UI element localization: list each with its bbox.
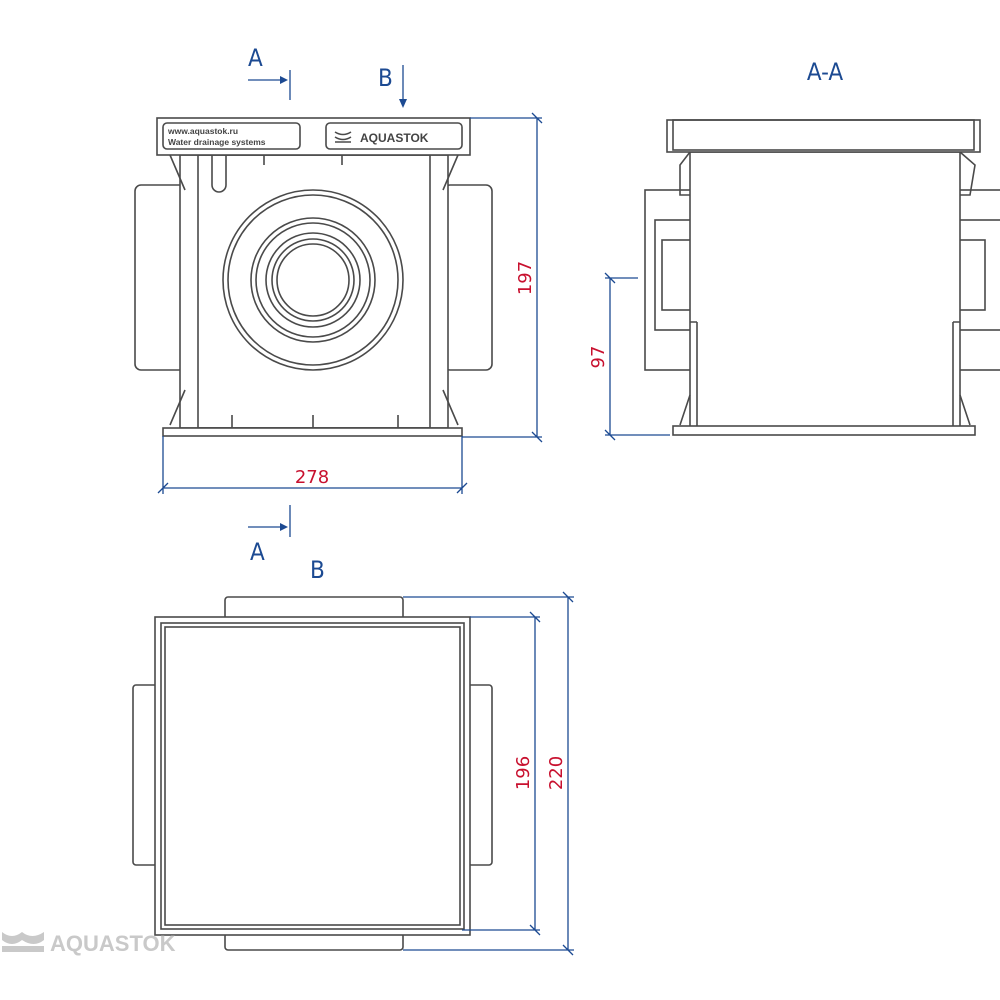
watermark-text: AQUASTOK xyxy=(50,931,176,956)
right-pipe xyxy=(443,184,493,371)
plan-top-pipe xyxy=(224,596,404,620)
plan-right-pipe xyxy=(467,684,493,866)
front-flange xyxy=(162,427,463,437)
section-a-top-label: A xyxy=(248,44,263,72)
section-left-pipe xyxy=(644,189,694,371)
brand-logo-icon xyxy=(334,131,352,143)
dim-height-197: 197 xyxy=(515,261,536,295)
section-view: 97 xyxy=(588,119,1000,441)
watermark-logo-icon xyxy=(2,932,44,952)
section-flange xyxy=(672,425,976,436)
section-b-top-label: B xyxy=(378,64,393,92)
section-aa-title: A-A xyxy=(807,58,844,86)
section-right-pipe xyxy=(954,189,1000,371)
front-body xyxy=(179,154,449,429)
left-pipe xyxy=(134,184,186,371)
outlet-rings xyxy=(222,189,404,371)
watermark: AQUASTOK xyxy=(2,931,176,956)
dim-outlet-97: 97 xyxy=(588,346,609,369)
section-markers: A A B B A-A xyxy=(248,44,843,584)
dim-inner-196: 196 xyxy=(513,756,534,790)
plate-brand: AQUASTOK xyxy=(360,131,429,145)
section-a-bottom-label: A xyxy=(250,538,265,566)
front-dimensions: 197 278 xyxy=(157,112,543,494)
section-b-plan-label: B xyxy=(310,556,325,584)
plate-tagline: Water drainage systems xyxy=(168,137,266,147)
section-body xyxy=(689,151,961,431)
plan-view: 196 220 xyxy=(132,591,574,956)
dim-width-278: 278 xyxy=(295,467,329,488)
plan-outer-frame xyxy=(154,616,471,936)
plan-left-pipe xyxy=(132,684,158,866)
dim-outer-220: 220 xyxy=(546,756,567,790)
section-top-plate xyxy=(666,119,981,153)
plate-url: www.aquastok.ru xyxy=(167,126,238,136)
front-view: www.aquastok.ru Water drainage systems A… xyxy=(134,117,493,437)
